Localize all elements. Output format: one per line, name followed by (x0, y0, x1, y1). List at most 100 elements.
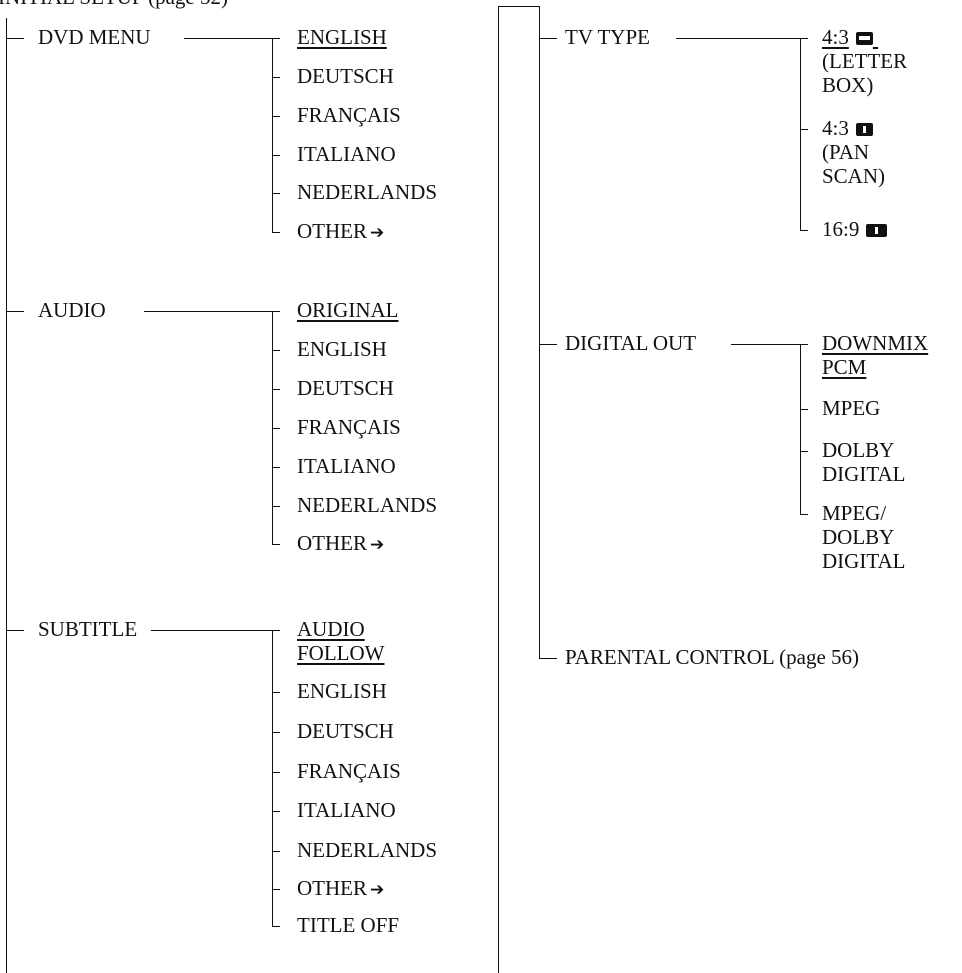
tick (272, 926, 280, 928)
subtitle-options-trunk (272, 630, 274, 926)
connector-audio (6, 311, 24, 313)
connector-dvd-menu (6, 38, 24, 40)
subtitle-option-deutsch: DEUTSCH (297, 719, 394, 743)
digital-out-leader-line (731, 344, 800, 346)
tick (272, 811, 280, 813)
tick (272, 155, 280, 157)
audio-option-nederlands: NEDERLANDS (297, 493, 437, 517)
tv-type-option-pan-scan: 4:3 (822, 115, 873, 142)
tick (272, 311, 280, 313)
option-label: 4:3 (822, 25, 849, 49)
subtitle-option-italiano: ITALIANO (297, 798, 396, 822)
tv-type-option-letterbox-line2: (LETTER (822, 49, 908, 73)
tick (272, 544, 280, 546)
tick (272, 116, 280, 118)
tv-type-option-letterbox: 4:3 (822, 24, 878, 51)
root-trunk-line (6, 18, 8, 973)
digital-out-label: DIGITAL OUT (565, 331, 697, 355)
dvd-menu-leader-line (184, 38, 272, 40)
subtitle-option-other: OTHER➔ (297, 875, 384, 904)
tick (272, 77, 280, 79)
middle-trunk-line (498, 6, 500, 973)
tick (272, 889, 280, 891)
subtitle-leader-line (151, 630, 272, 632)
tick (272, 506, 280, 508)
audio-option-italiano: ITALIANO (297, 454, 396, 478)
option-label: 16:9 (822, 217, 860, 241)
pan-scan-screen-icon (855, 123, 873, 136)
tv-type-label: TV TYPE (565, 25, 650, 49)
connector-subtitle (6, 630, 24, 632)
tick (272, 428, 280, 430)
diagram-header: INITIAL SETUP (page 52) (0, 0, 228, 11)
tick (800, 344, 808, 346)
tick (272, 692, 280, 694)
tv-type-option-letterbox-line3: BOX) (822, 73, 874, 97)
right-arrow-icon: ➔ (370, 223, 385, 243)
tick (272, 38, 280, 40)
option-label: OTHER (297, 531, 367, 555)
tick (272, 193, 280, 195)
option-label: 4:3 (822, 116, 849, 140)
tv-type-option-pan-scan-line2: (PAN (822, 140, 870, 164)
tick (800, 129, 808, 131)
parental-control-label: PARENTAL CONTROL (page 56) (565, 645, 860, 669)
tick (272, 389, 280, 391)
dvd-menu-option-english: ENGLISH (297, 25, 387, 49)
dvd-menu-label: DVD MENU (38, 25, 151, 49)
audio-options-trunk (272, 311, 274, 544)
option-label: OTHER (297, 219, 367, 243)
subtitle-option-francais: FRANÇAIS (297, 759, 401, 783)
digital-out-options-trunk (800, 344, 802, 514)
dvd-menu-option-francais: FRANÇAIS (297, 103, 401, 127)
subtitle-option-nederlands: NEDERLANDS (297, 838, 437, 862)
digital-out-option-dolby: DOLBY (822, 438, 895, 462)
tick (272, 350, 280, 352)
tick (800, 38, 808, 40)
dvd-menu-options-trunk (272, 38, 274, 232)
tick (272, 467, 280, 469)
middle-top-bar (498, 6, 540, 8)
tick (800, 514, 808, 516)
digital-out-option-pcm: PCM (822, 355, 867, 379)
audio-leader-line (144, 311, 272, 313)
dvd-menu-option-nederlands: NEDERLANDS (297, 180, 437, 204)
digital-out-option-mpeg: MPEG (822, 396, 881, 420)
dvd-menu-option-deutsch: DEUTSCH (297, 64, 394, 88)
connector-parental-control (539, 658, 557, 660)
audio-option-original: ORIGINAL (297, 298, 399, 322)
underline-pad (873, 25, 878, 49)
digital-out-option-dolby-line2: DIGITAL (822, 462, 906, 486)
tv-type-options-trunk (800, 38, 802, 230)
option-label: OTHER (297, 876, 367, 900)
tick (272, 732, 280, 734)
subtitle-option-audio: AUDIO (297, 617, 365, 641)
subtitle-option-follow: FOLLOW (297, 641, 385, 665)
subtitle-label: SUBTITLE (38, 617, 138, 641)
tick (800, 409, 808, 411)
connector-digital-out (539, 344, 557, 346)
subtitle-option-english: ENGLISH (297, 679, 387, 703)
right-arrow-icon: ➔ (370, 880, 385, 900)
letterbox-screen-icon (855, 32, 873, 45)
wide-screen-icon (866, 224, 888, 237)
tv-type-option-pan-scan-line3: SCAN) (822, 164, 886, 188)
right-trunk-line (539, 6, 541, 658)
tick (272, 232, 280, 234)
audio-option-francais: FRANÇAIS (297, 415, 401, 439)
audio-option-english: ENGLISH (297, 337, 387, 361)
tick (800, 451, 808, 453)
audio-option-deutsch: DEUTSCH (297, 376, 394, 400)
audio-label: AUDIO (38, 298, 106, 322)
tv-type-leader-line (676, 38, 800, 40)
tick (272, 851, 280, 853)
dvd-menu-option-italiano: ITALIANO (297, 142, 396, 166)
tick (272, 772, 280, 774)
right-arrow-icon: ➔ (370, 535, 385, 555)
tv-type-option-16-9: 16:9 (822, 216, 888, 243)
tick (272, 630, 280, 632)
audio-option-other: OTHER➔ (297, 530, 384, 559)
tick (800, 230, 808, 232)
digital-out-option-mpeg-dolby-line3: DIGITAL (822, 549, 906, 573)
